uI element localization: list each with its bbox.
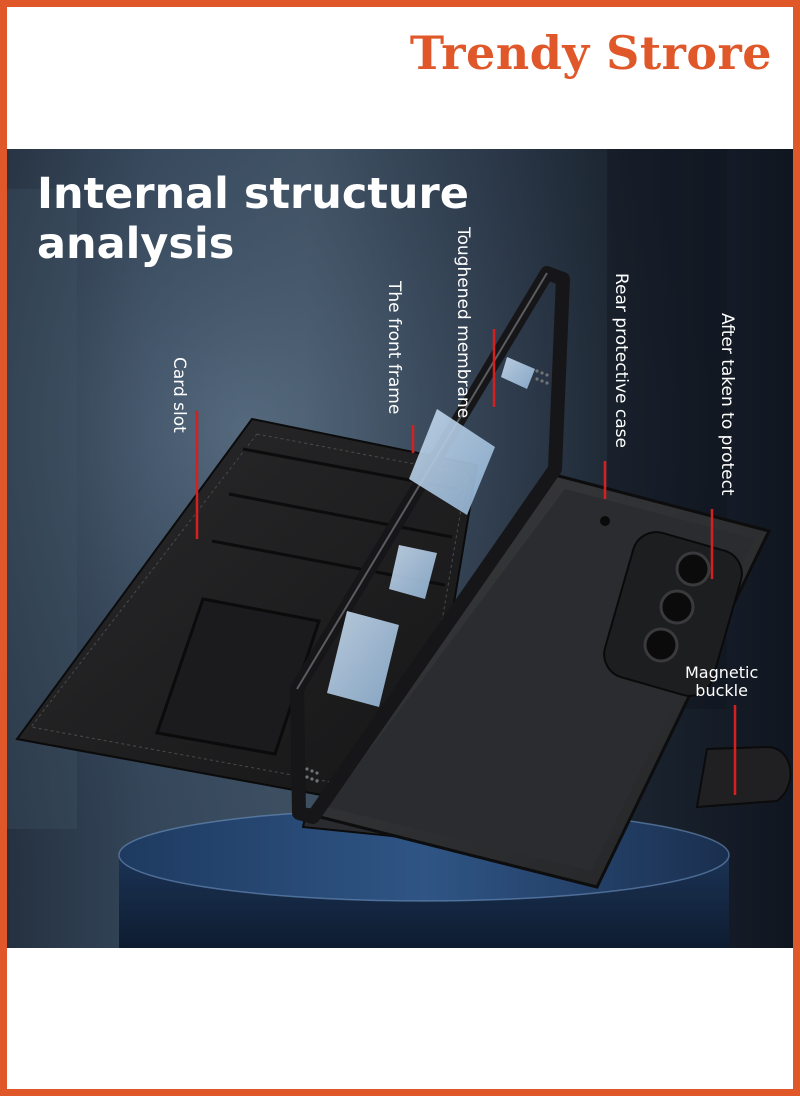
headline-line2: analysis	[37, 219, 235, 269]
magnetic-line2: buckle	[695, 681, 748, 700]
label-rear-protective-case: Rear protective case	[611, 273, 631, 448]
membrane-line2: membrane	[453, 325, 473, 419]
membrane-line1: Toughened	[453, 227, 473, 320]
label-magnetic-buckle: Magnetic buckle	[685, 664, 758, 700]
store-logo: Trendy Strore	[409, 26, 772, 80]
case-illustration	[7, 149, 793, 948]
headline: Internal structure analysis	[37, 169, 469, 269]
label-toughened-membrane: Toughened membrane	[453, 227, 473, 419]
product-photo: Internal structure analysis Card slot Th…	[7, 149, 793, 948]
label-after-taken-to-protect: After taken to protect	[717, 313, 737, 496]
label-card-slot: Card slot	[169, 357, 189, 433]
headline-line1: Internal structure	[37, 169, 469, 219]
label-front-frame: The front frame	[384, 281, 404, 415]
magnetic-line1: Magnetic	[685, 663, 759, 682]
